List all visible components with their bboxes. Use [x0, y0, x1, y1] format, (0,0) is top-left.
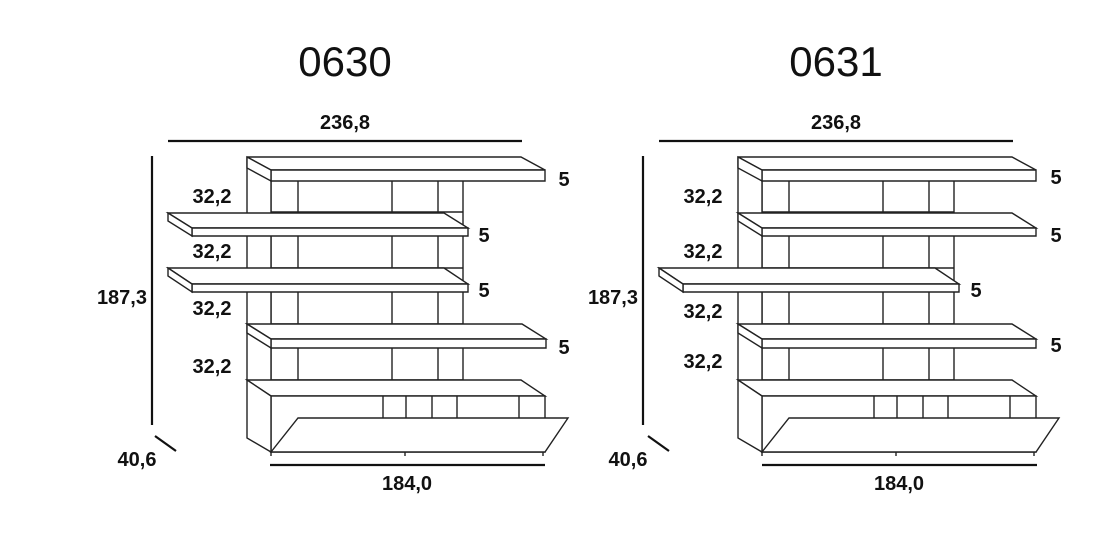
shelf-thickness-label-4: 5 [1050, 335, 1061, 357]
overall-height-label: 187,3 [97, 287, 147, 309]
model-0631-drawing: 0631 [588, 38, 1062, 495]
base-width-label: 184,0 [382, 473, 432, 495]
shelf-spacing-label-4: 32,2 [193, 356, 232, 378]
shelf-spacing-label-3: 32,2 [684, 301, 723, 323]
shelf-spacing-label-2: 32,2 [193, 241, 232, 263]
shelf-3 [165, 266, 471, 294]
shelf-thickness-label-3: 5 [478, 280, 489, 302]
depth-label: 40,6 [609, 449, 648, 471]
shelf-4 [735, 322, 1039, 350]
shelf-2 [735, 211, 1039, 238]
model-0630-drawing: 0630 [97, 38, 570, 495]
shelf-4 [244, 322, 549, 350]
overall-width-label: 236,8 [811, 112, 861, 134]
shelf-spacing-label-2: 32,2 [684, 241, 723, 263]
shelf-spacing-label-1: 32,2 [684, 186, 723, 208]
shelf-3 [656, 266, 962, 294]
shelf-thickness-label-4: 5 [558, 337, 569, 359]
depth-label: 40,6 [118, 449, 157, 471]
shelf-thickness-label-3: 5 [970, 280, 981, 302]
overall-width-label: 236,8 [320, 112, 370, 134]
base-cabinet [244, 378, 570, 456]
shelf-spacing-label-1: 32,2 [193, 186, 232, 208]
shelf-spacing-label-3: 32,2 [193, 298, 232, 320]
shelf-top [737, 155, 1037, 183]
base-width-label: 184,0 [874, 473, 924, 495]
shelf-thickness-label-1: 5 [558, 169, 569, 191]
depth-dimension-line [647, 435, 670, 452]
shelf-spacing-label-4: 32,2 [684, 351, 723, 373]
shelf-thickness-label-1: 5 [1050, 167, 1061, 189]
shelf-thickness-label-2: 5 [478, 225, 489, 247]
model-0631-code: 0631 [789, 38, 882, 85]
overall-height-label: 187,3 [588, 287, 638, 309]
shelf-2 [165, 211, 471, 238]
shelf-thickness-label-2: 5 [1050, 225, 1061, 247]
depth-dimension-line [154, 435, 177, 452]
base-cabinet [735, 378, 1061, 456]
model-0630-code: 0630 [298, 38, 391, 85]
shelf-top [246, 155, 546, 183]
